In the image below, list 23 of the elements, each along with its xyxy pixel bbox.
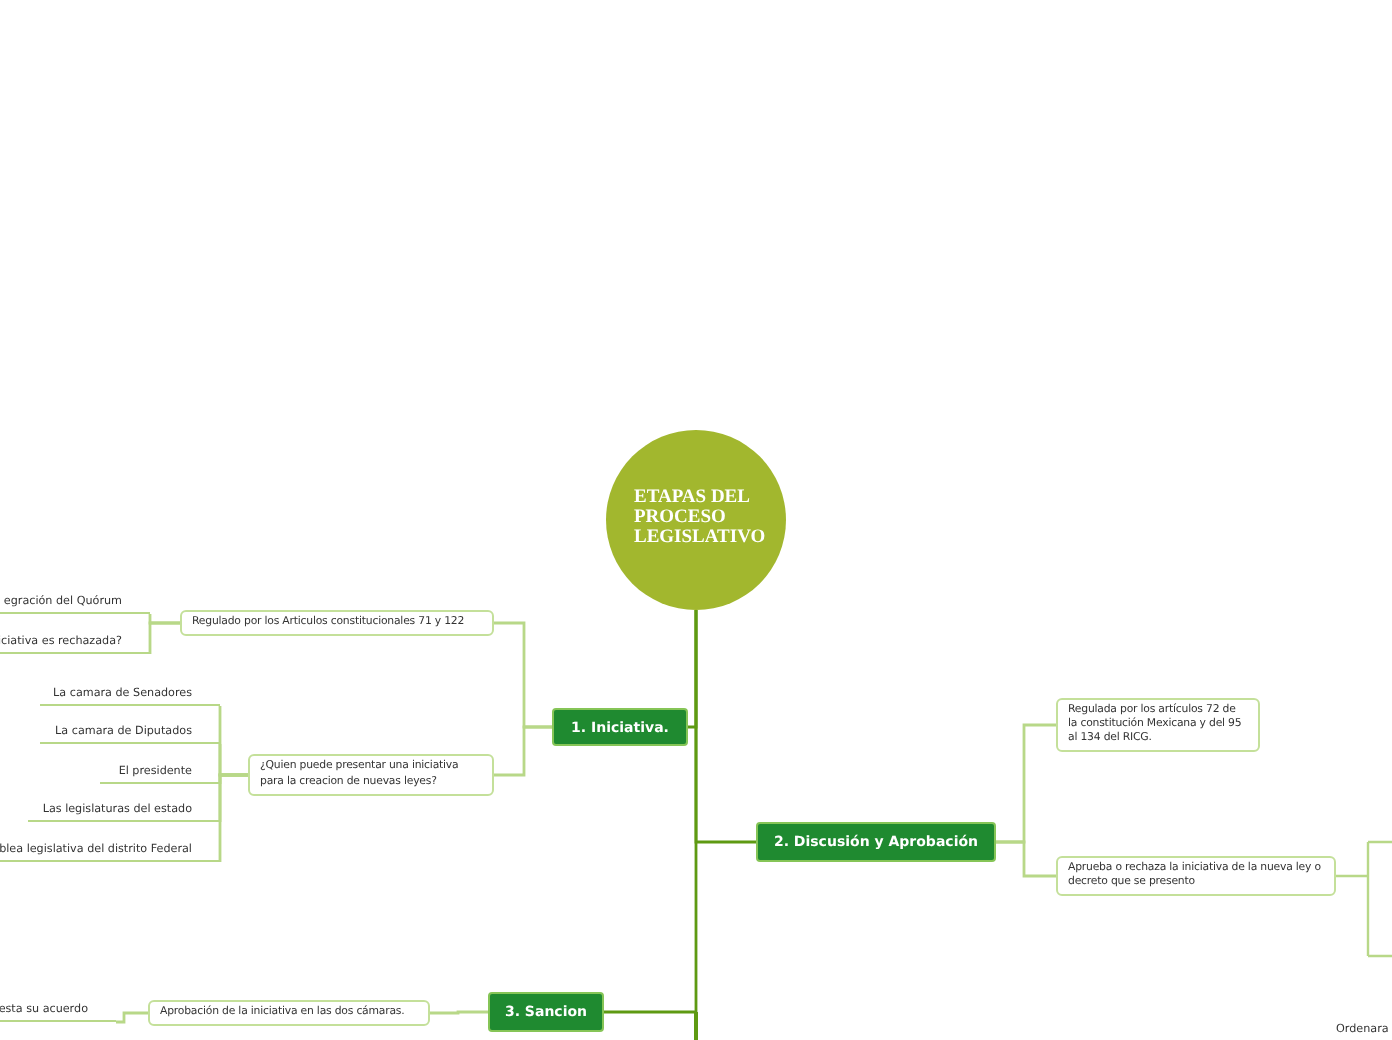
topic-box bbox=[248, 754, 494, 796]
topic-box bbox=[148, 1000, 430, 1026]
subtopic-text bbox=[0, 632, 150, 654]
connector-line bbox=[430, 1010, 488, 1015]
connector-line bbox=[218, 773, 248, 864]
subtopic-text bbox=[40, 684, 220, 706]
subtopic-text bbox=[40, 722, 220, 744]
topic-box bbox=[180, 610, 494, 636]
topic-box bbox=[1056, 698, 1260, 752]
subtopic-text bbox=[0, 840, 220, 862]
subtopic-text bbox=[100, 762, 220, 784]
subtopic-text bbox=[28, 800, 220, 822]
connector-line bbox=[148, 621, 180, 656]
connector-line bbox=[494, 725, 552, 777]
connector-line bbox=[604, 610, 698, 1014]
stage-box bbox=[756, 822, 996, 862]
topic-box bbox=[1056, 856, 1336, 896]
stage-box bbox=[552, 708, 688, 746]
stage-box bbox=[488, 992, 604, 1032]
connector-line bbox=[116, 1011, 148, 1024]
subtopic-text bbox=[0, 1000, 116, 1022]
connector-line bbox=[996, 840, 1056, 878]
subtopic-text bbox=[0, 592, 150, 614]
